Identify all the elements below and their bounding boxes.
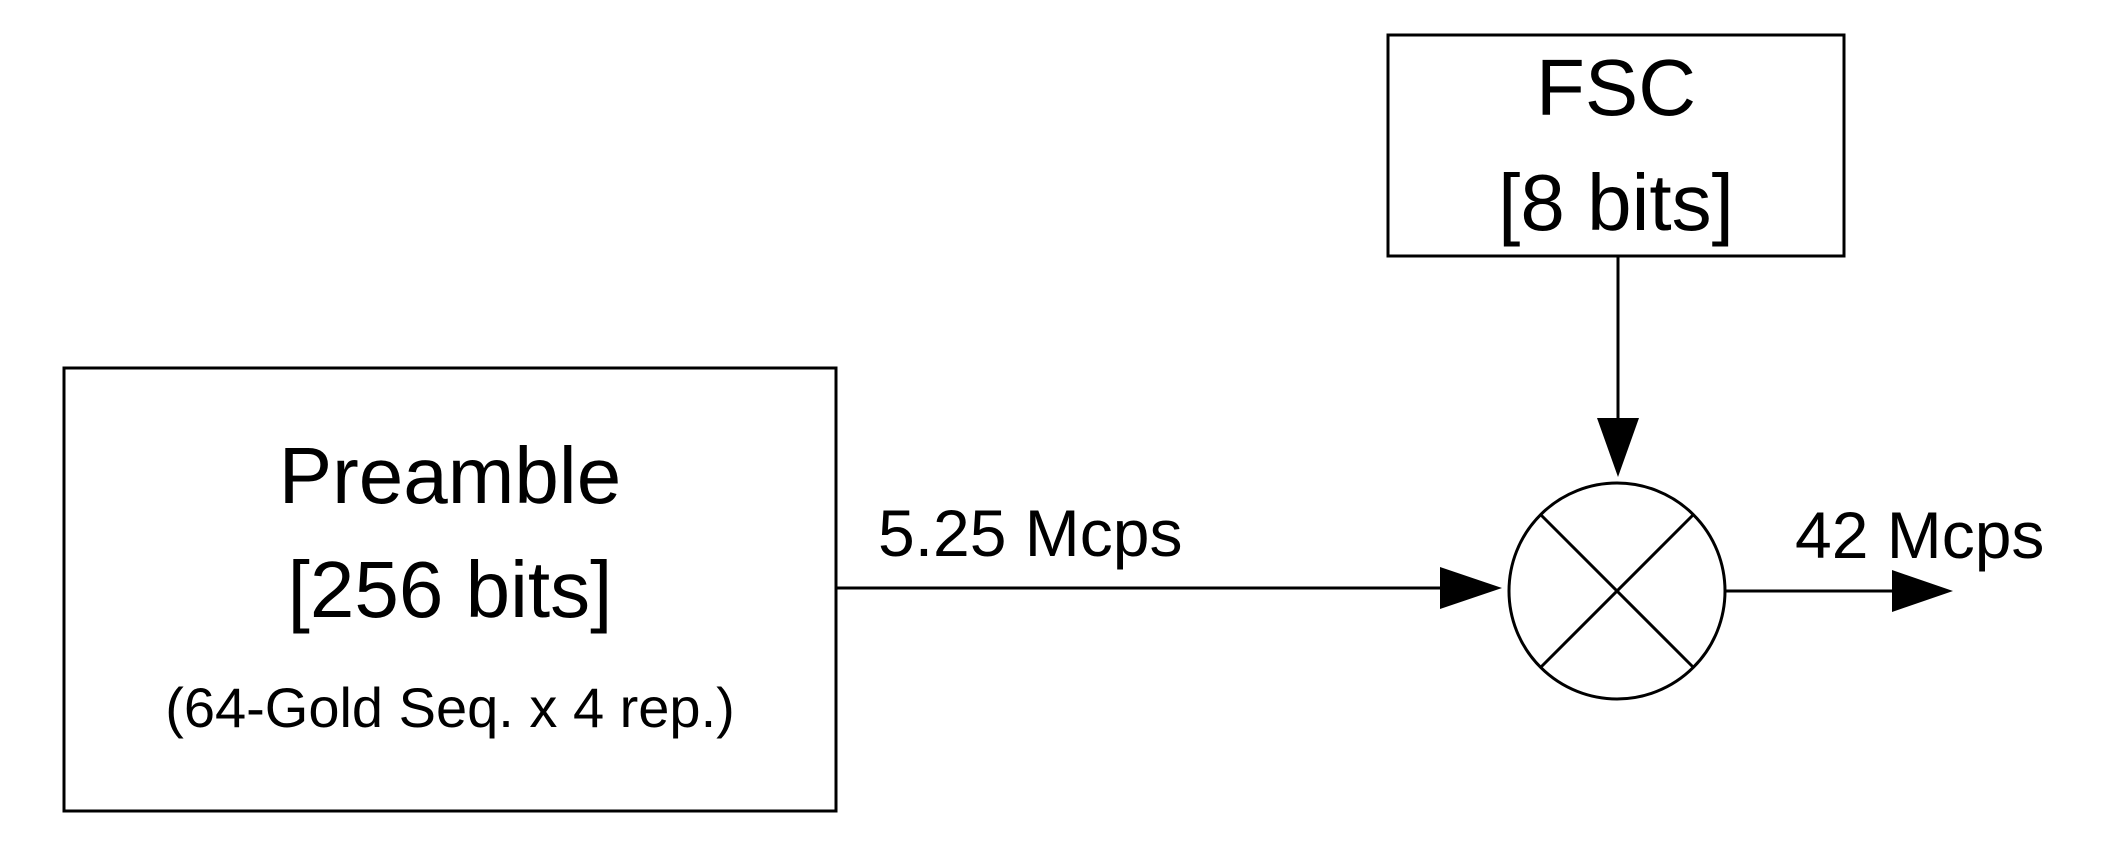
mixer-output-arrow	[1725, 570, 1953, 612]
output-rate-label: 42 Mcps	[1795, 498, 2044, 572]
fsc-block-border	[1386, 33, 1846, 258]
fsc-block: FSC [8 bits]	[1386, 33, 1846, 258]
preamble-size: [256 bits]	[288, 545, 613, 634]
fsc-to-mixer-arrow	[1597, 256, 1639, 477]
preamble-title: Preamble	[279, 431, 621, 520]
mixer-cross-line-2	[1539, 513, 1695, 669]
down-arrowhead-icon	[1597, 418, 1639, 477]
preamble-block-border	[62, 366, 838, 813]
input-rate-label: 5.25 Mcps	[878, 496, 1182, 570]
fsc-title: FSC	[1536, 43, 1696, 132]
multiplier-icon	[1507, 481, 1727, 701]
fsc-size: [8 bits]	[1498, 158, 1734, 247]
preamble-detail: (64-Gold Seq. x 4 rep.)	[165, 676, 735, 739]
preamble-to-mixer-arrow	[836, 567, 1502, 609]
output-arrowhead-icon	[1892, 570, 1953, 612]
right-arrowhead-icon	[1440, 567, 1502, 609]
preamble-block: Preamble [256 bits] (64-Gold Seq. x 4 re…	[62, 366, 838, 813]
